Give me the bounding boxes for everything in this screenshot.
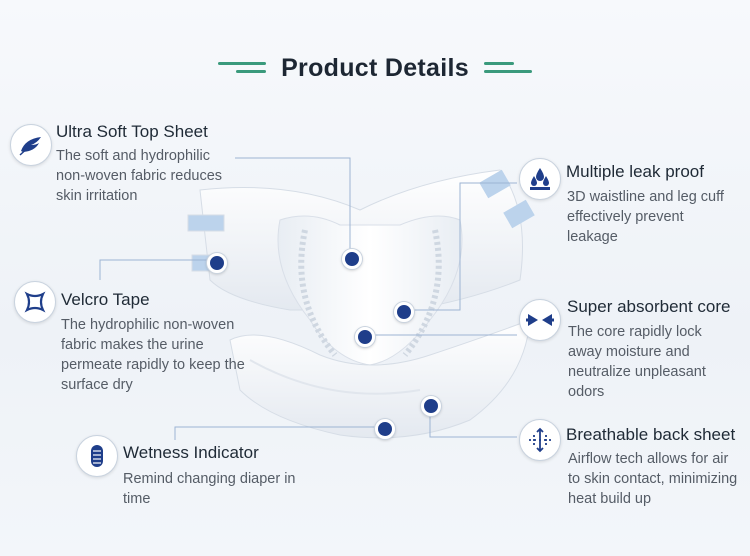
feature-desc-back-sheet: Airflow tech allows for air to skin cont… [568,451,738,507]
hotspot-top-sheet[interactable] [342,249,362,269]
feature-desc-absorbent-core: The core rapidly lock away moisture and … [568,324,706,400]
feature-desc-leak-proof: 3D waistline and leg cuff effectively pr… [567,189,724,245]
title-decoration-right-bottom [484,70,532,73]
droplets-icon [519,158,561,200]
feature-title-back-sheet: Breathable back sheet [566,425,736,444]
indicator-icon [76,435,118,477]
feature-desc-top-sheet: The soft and hydrophilic non-woven fabri… [56,148,223,204]
page-title: Product Details [281,54,469,82]
feature-title-top-sheet: Ultra Soft Top Sheet [56,122,208,141]
feature-title-leak-proof: Multiple leak proof [566,162,704,181]
absorb-arrows-icon [519,299,561,341]
title-decoration-left-bottom [236,70,266,73]
feature-title-velcro-tape: Velcro Tape [61,290,150,309]
airflow-icon [519,419,561,461]
feature-desc-velcro-tape: The hydrophilic non-woven fabric makes t… [61,317,245,393]
feather-icon [10,124,52,166]
header: Product Details [0,52,750,86]
feature-title-wetness-indicator: Wetness Indicator [123,443,259,462]
hotspot-wetness-indicator[interactable] [375,419,395,439]
hotspot-absorbent-core[interactable] [355,327,375,347]
title-decoration-left-top [218,62,266,65]
feature-title-absorbent-core: Super absorbent core [567,297,731,316]
hotspot-velcro-tape[interactable] [207,253,227,273]
title-decoration-right-top [484,62,514,65]
diaper-illustration [187,169,535,439]
hotspot-leak-proof[interactable] [394,302,414,322]
feature-desc-wetness-indicator: Remind changing diaper in time [123,471,296,507]
hotspot-back-sheet[interactable] [421,396,441,416]
tape-icon [14,281,56,323]
